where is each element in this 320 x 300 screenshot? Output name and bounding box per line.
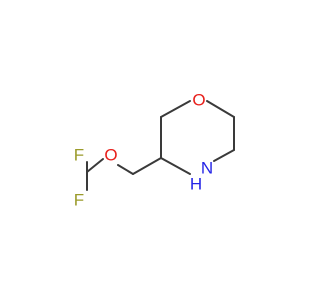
ring-nitrogen-hydrogen-label: H [190, 175, 202, 194]
bond-c2-o4 [160, 100, 191, 118]
ether-oxygen-label: O [104, 146, 117, 165]
ring-nitrogen-label: N [201, 159, 213, 178]
atom-labels: O N H O F F [74, 91, 213, 210]
bond-ch2-o [117, 164, 134, 175]
ring-oxygen-label: O [192, 91, 205, 110]
fluorine-bottom-label: F [74, 191, 84, 210]
bond-c3-ch2 [132, 157, 162, 175]
fluorine-top-label: F [74, 146, 84, 165]
bonds [86, 100, 235, 191]
bond-o4-c5 [206, 100, 235, 118]
bond-n-c3 [160, 157, 191, 175]
bond-o-chf2 [86, 158, 104, 173]
bond-c6-n [213, 149, 235, 162]
molecule-structure: O N H O F F [74, 91, 235, 210]
